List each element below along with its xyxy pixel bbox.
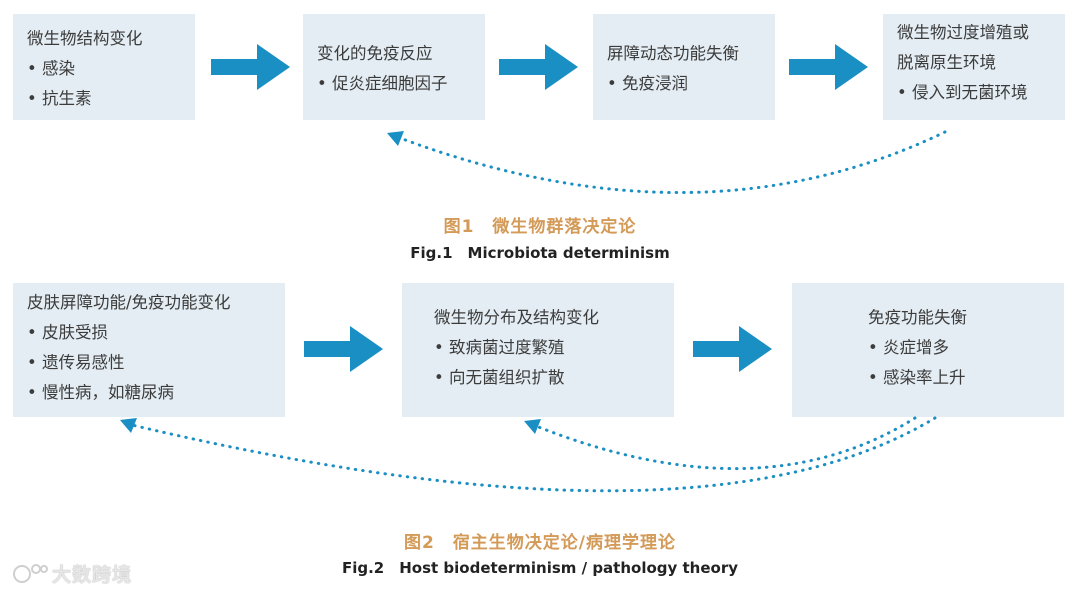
fig1-box-immune-response-change: 变化的免疫反应 促炎症细胞因子 [303,14,485,120]
fig2-box-skin-barrier-change: 皮肤屏障功能/免疫功能变化 皮肤受损 遗传易感性 慢性病，如糖尿病 [13,283,285,417]
fig1-box-barrier-imbalance: 屏障动态功能失衡 免疫浸润 [593,14,775,120]
box-title: 屏障动态功能失衡 [607,44,739,63]
fig1-box-microbial-structure-change: 微生物结构变化 感染 抗生素 [13,14,195,120]
box-item: 侵入到无菌环境 [897,78,1065,108]
box-title: 皮肤屏障功能/免疫功能变化 [27,293,231,312]
fig1-caption-cn: 图1 微生物群落决定论 [443,217,637,237]
box-item: 免疫浸润 [607,69,775,99]
fig2-caption-en: Fig.2 Host biodeterminism / pathology th… [341,559,739,577]
box-title: 微生物结构变化 [27,29,143,48]
fig2-box-immune-imbalance: 免疫功能失衡 炎症增多 感染率上升 [792,283,1064,417]
right-arrow-icon [499,44,578,90]
right-arrow-icon [211,44,290,90]
box-item: 慢性病，如糖尿病 [27,378,285,408]
box-item: 致病菌过度繁殖 [434,333,674,363]
box-title: 免疫功能失衡 [868,308,967,327]
box-title-line: 脱离原生环境 [897,53,996,72]
fig2-caption-cn: 图2 宿主生物决定论/病理学理论 [403,533,677,553]
box-item: 促炎症细胞因子 [317,69,485,99]
watermark-text: 大数跨境 [52,564,133,586]
box-item: 炎症增多 [868,333,1064,363]
box-item: 遗传易感性 [27,348,285,378]
right-arrow-icon [789,44,868,90]
fig2-box-microbial-distribution-change: 微生物分布及结构变化 致病菌过度繁殖 向无菌组织扩散 [402,283,674,417]
fig1-caption-en: Fig.1 Microbiota determinism [410,244,670,262]
box-item: 皮肤受损 [27,318,285,348]
right-arrow-icon [304,326,383,372]
box-item: 感染 [27,54,195,84]
box-title-line: 微生物过度增殖或 [897,23,1029,42]
fig1-box-overgrowth: 微生物过度增殖或 脱离原生环境 侵入到无菌环境 [883,14,1065,120]
box-title: 变化的免疫反应 [317,44,433,63]
box-item: 感染率上升 [868,363,1064,393]
box-title: 微生物分布及结构变化 [434,308,599,327]
watermark-logo-icon [13,564,48,583]
box-item: 抗生素 [27,84,195,114]
box-item: 向无菌组织扩散 [434,363,674,393]
right-arrow-icon [693,326,772,372]
